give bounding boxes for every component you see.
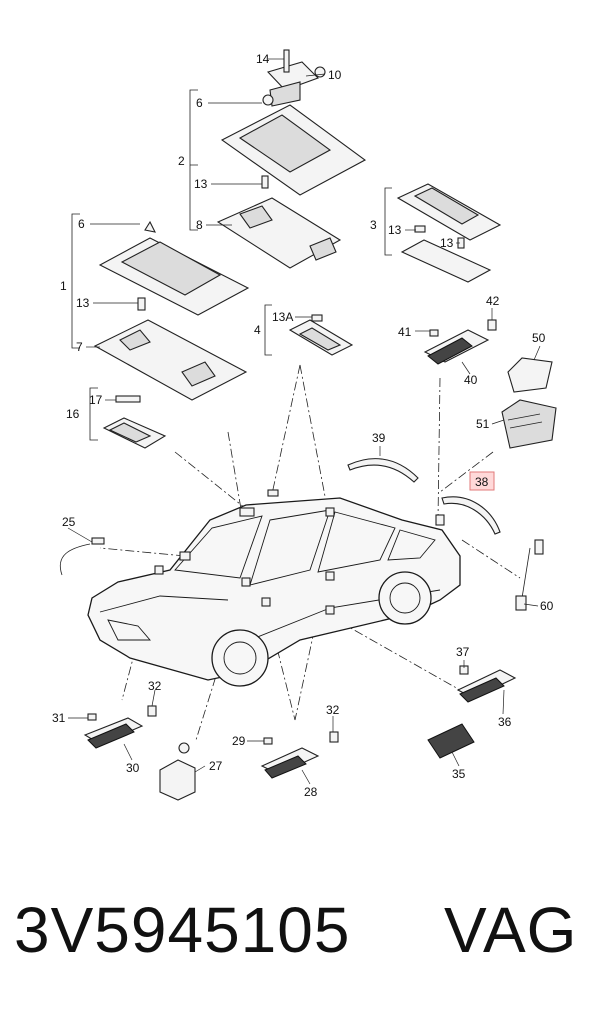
callout-35: 35 xyxy=(452,767,466,781)
part-number: 3V5945105 xyxy=(14,894,351,966)
callout-30: 30 xyxy=(126,761,140,775)
callout-31: 31 xyxy=(52,711,66,725)
callout-13b: 13 xyxy=(76,296,90,310)
callout-42: 42 xyxy=(486,294,500,308)
callout-28: 28 xyxy=(304,785,318,799)
callout-60: 60 xyxy=(540,599,554,613)
parts-40-42 xyxy=(423,319,497,365)
callout-37: 37 xyxy=(456,645,470,659)
callout-13c: 13 xyxy=(388,223,402,237)
callout-leaders xyxy=(67,58,541,785)
callout-27: 27 xyxy=(209,759,223,773)
callout-14: 14 xyxy=(256,52,270,66)
callout-16: 16 xyxy=(66,407,80,421)
callout-2: 2 xyxy=(178,154,185,168)
callout-1: 1 xyxy=(60,279,67,293)
part-27 xyxy=(159,742,196,801)
callout-51: 51 xyxy=(476,417,490,431)
callout-38-highlight xyxy=(469,471,495,491)
trim-strips xyxy=(347,458,501,535)
assembly-4 xyxy=(264,304,354,356)
callout-13a: 13 xyxy=(194,177,208,191)
parts-50-51 xyxy=(501,357,557,449)
callout-13A: 13A xyxy=(272,310,293,324)
callout-7: 7 xyxy=(76,340,83,354)
callout-6b: 6 xyxy=(78,217,85,231)
assembly-1 xyxy=(71,213,250,401)
callout-4: 4 xyxy=(254,323,261,337)
callout-6a: 6 xyxy=(196,96,203,110)
callout-39: 39 xyxy=(372,431,386,445)
callout-labels: 14 10 6 2 13 8 6 1 13 7 3 13 13 13A 4 42… xyxy=(52,52,554,799)
callout-13d: 13 xyxy=(440,236,454,250)
parts-30-32 xyxy=(83,705,157,749)
parts-exploded-diagram: 14 10 6 2 13 8 6 1 13 7 3 13 13 13A 4 42… xyxy=(52,49,557,801)
callout-38: 38 xyxy=(475,475,489,489)
assembly-3 xyxy=(384,183,502,283)
parts-28-32 xyxy=(260,731,339,779)
callout-8: 8 xyxy=(196,218,203,232)
callout-32b: 32 xyxy=(326,703,340,717)
callout-41: 41 xyxy=(398,325,412,339)
callout-29: 29 xyxy=(232,734,246,748)
callout-25: 25 xyxy=(62,515,76,529)
callout-40: 40 xyxy=(464,373,478,387)
callout-10: 10 xyxy=(328,68,342,82)
assembly-16 xyxy=(89,387,167,449)
part-35 xyxy=(427,723,475,759)
brand-name: VAG xyxy=(444,894,578,966)
callout-32a: 32 xyxy=(148,679,162,693)
parts-36-37 xyxy=(456,665,517,703)
wires xyxy=(59,537,544,611)
callout-36: 36 xyxy=(498,715,512,729)
car-illustration xyxy=(87,489,461,687)
callout-17: 17 xyxy=(89,393,103,407)
callout-3: 3 xyxy=(370,218,377,232)
assembly-2 xyxy=(189,49,367,269)
callout-50: 50 xyxy=(532,331,546,345)
